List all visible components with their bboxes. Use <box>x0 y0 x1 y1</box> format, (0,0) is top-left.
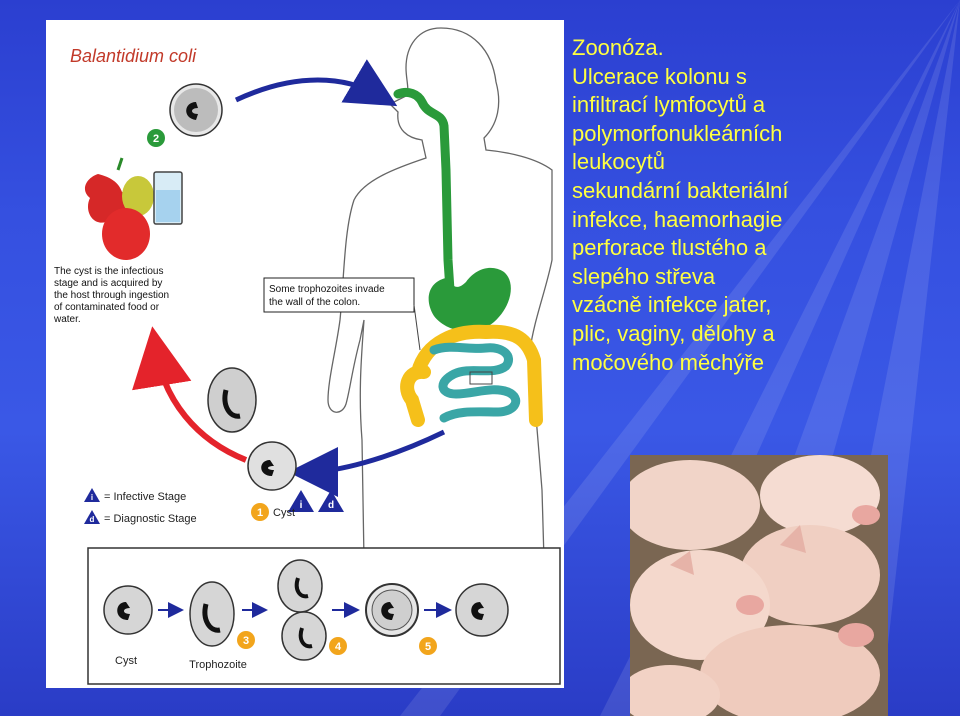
arrow-red-cycle <box>132 326 248 463</box>
strip-encysting <box>365 583 419 637</box>
svg-text:Some trophozoites invade: Some trophozoites invade <box>269 284 385 295</box>
svg-text:i: i <box>300 500 303 511</box>
svg-text:d: d <box>90 515 95 524</box>
arrow-from-colon <box>288 429 446 497</box>
human-body-outline <box>327 27 553 561</box>
svg-text:4: 4 <box>335 641 342 653</box>
bullet-line: infiltrací lymfocytů a <box>572 92 766 118</box>
esophagus <box>393 87 455 295</box>
svg-text:= Diagnostic Stage: = Diagnostic Stage <box>104 513 197 525</box>
strip-dividing <box>277 559 327 661</box>
svg-text:The cyst is the infectious: The cyst is the infectious <box>54 266 164 277</box>
life-cycle-diagram: 2 i d 1 Cyst i = Infective Stage d = Dia… <box>46 20 564 688</box>
strip-trophozoite <box>189 581 235 647</box>
svg-text:of contaminated food or: of contaminated food or <box>54 302 160 313</box>
stomach <box>428 267 511 332</box>
step-3-badge <box>237 631 255 649</box>
bullet-line: perforace tlustého a <box>572 235 767 261</box>
bullet-line: Ulcerace kolonu s <box>572 63 747 89</box>
step-1-badge <box>251 503 269 521</box>
svg-text:d: d <box>328 500 334 511</box>
svg-text:Cyst: Cyst <box>273 507 295 519</box>
svg-text:i: i <box>91 493 93 502</box>
cyst-top <box>169 83 223 137</box>
svg-text:3: 3 <box>243 635 249 647</box>
bullet-line: polymorfonukleárních <box>572 120 783 146</box>
trophozoite-left <box>207 367 257 433</box>
diagram-graphics: 2 i d 1 Cyst i = Infective Stage d = Dia… <box>53 27 561 685</box>
bullet-line: leukocytů <box>572 149 665 175</box>
bullet-line: infekce, haemorhagie <box>572 206 783 232</box>
svg-text:the wall of the colon.: the wall of the colon. <box>269 297 360 308</box>
cyst-bottom <box>247 441 297 491</box>
diagram-title: Balantidium coli <box>70 46 197 66</box>
bullet-line: močového měchýře <box>572 349 764 375</box>
bullet-line: vzácně infekce jater, <box>572 292 772 318</box>
step-2-badge <box>147 129 165 147</box>
bullet-line: plic, vaginy, dělohy a <box>572 320 775 346</box>
bullet-text: Zoonóza. Ulcerace kolonu s infiltrací ly… <box>572 34 952 377</box>
strip-cyst-final <box>455 583 509 637</box>
step-5-badge <box>419 637 437 655</box>
bullet-line: Zoonóza. <box>572 35 664 60</box>
svg-text:2: 2 <box>153 133 159 145</box>
arrow-to-mouth <box>234 59 398 107</box>
svg-text:Trophozoite: Trophozoite <box>189 659 247 671</box>
pigs-photo <box>630 455 888 716</box>
svg-text:water.: water. <box>53 314 81 325</box>
svg-text:1: 1 <box>257 507 263 519</box>
bullet-line: slepého střeva <box>572 263 716 289</box>
contaminated-food-icon <box>84 157 183 260</box>
svg-text:Cyst: Cyst <box>115 655 137 667</box>
svg-text:stage and is acquired by: stage and is acquired by <box>54 278 162 289</box>
small-intestine <box>429 342 521 423</box>
bullet-line: sekundární bakteriální <box>572 177 789 203</box>
strip-cyst <box>103 585 153 635</box>
svg-text:the host through ingestion: the host through ingestion <box>54 290 169 301</box>
cyst-note: The cyst is the infectious stage and is … <box>53 266 169 325</box>
svg-text:5: 5 <box>425 641 431 653</box>
step-4-badge <box>329 637 347 655</box>
svg-text:= Infective Stage: = Infective Stage <box>104 491 186 503</box>
